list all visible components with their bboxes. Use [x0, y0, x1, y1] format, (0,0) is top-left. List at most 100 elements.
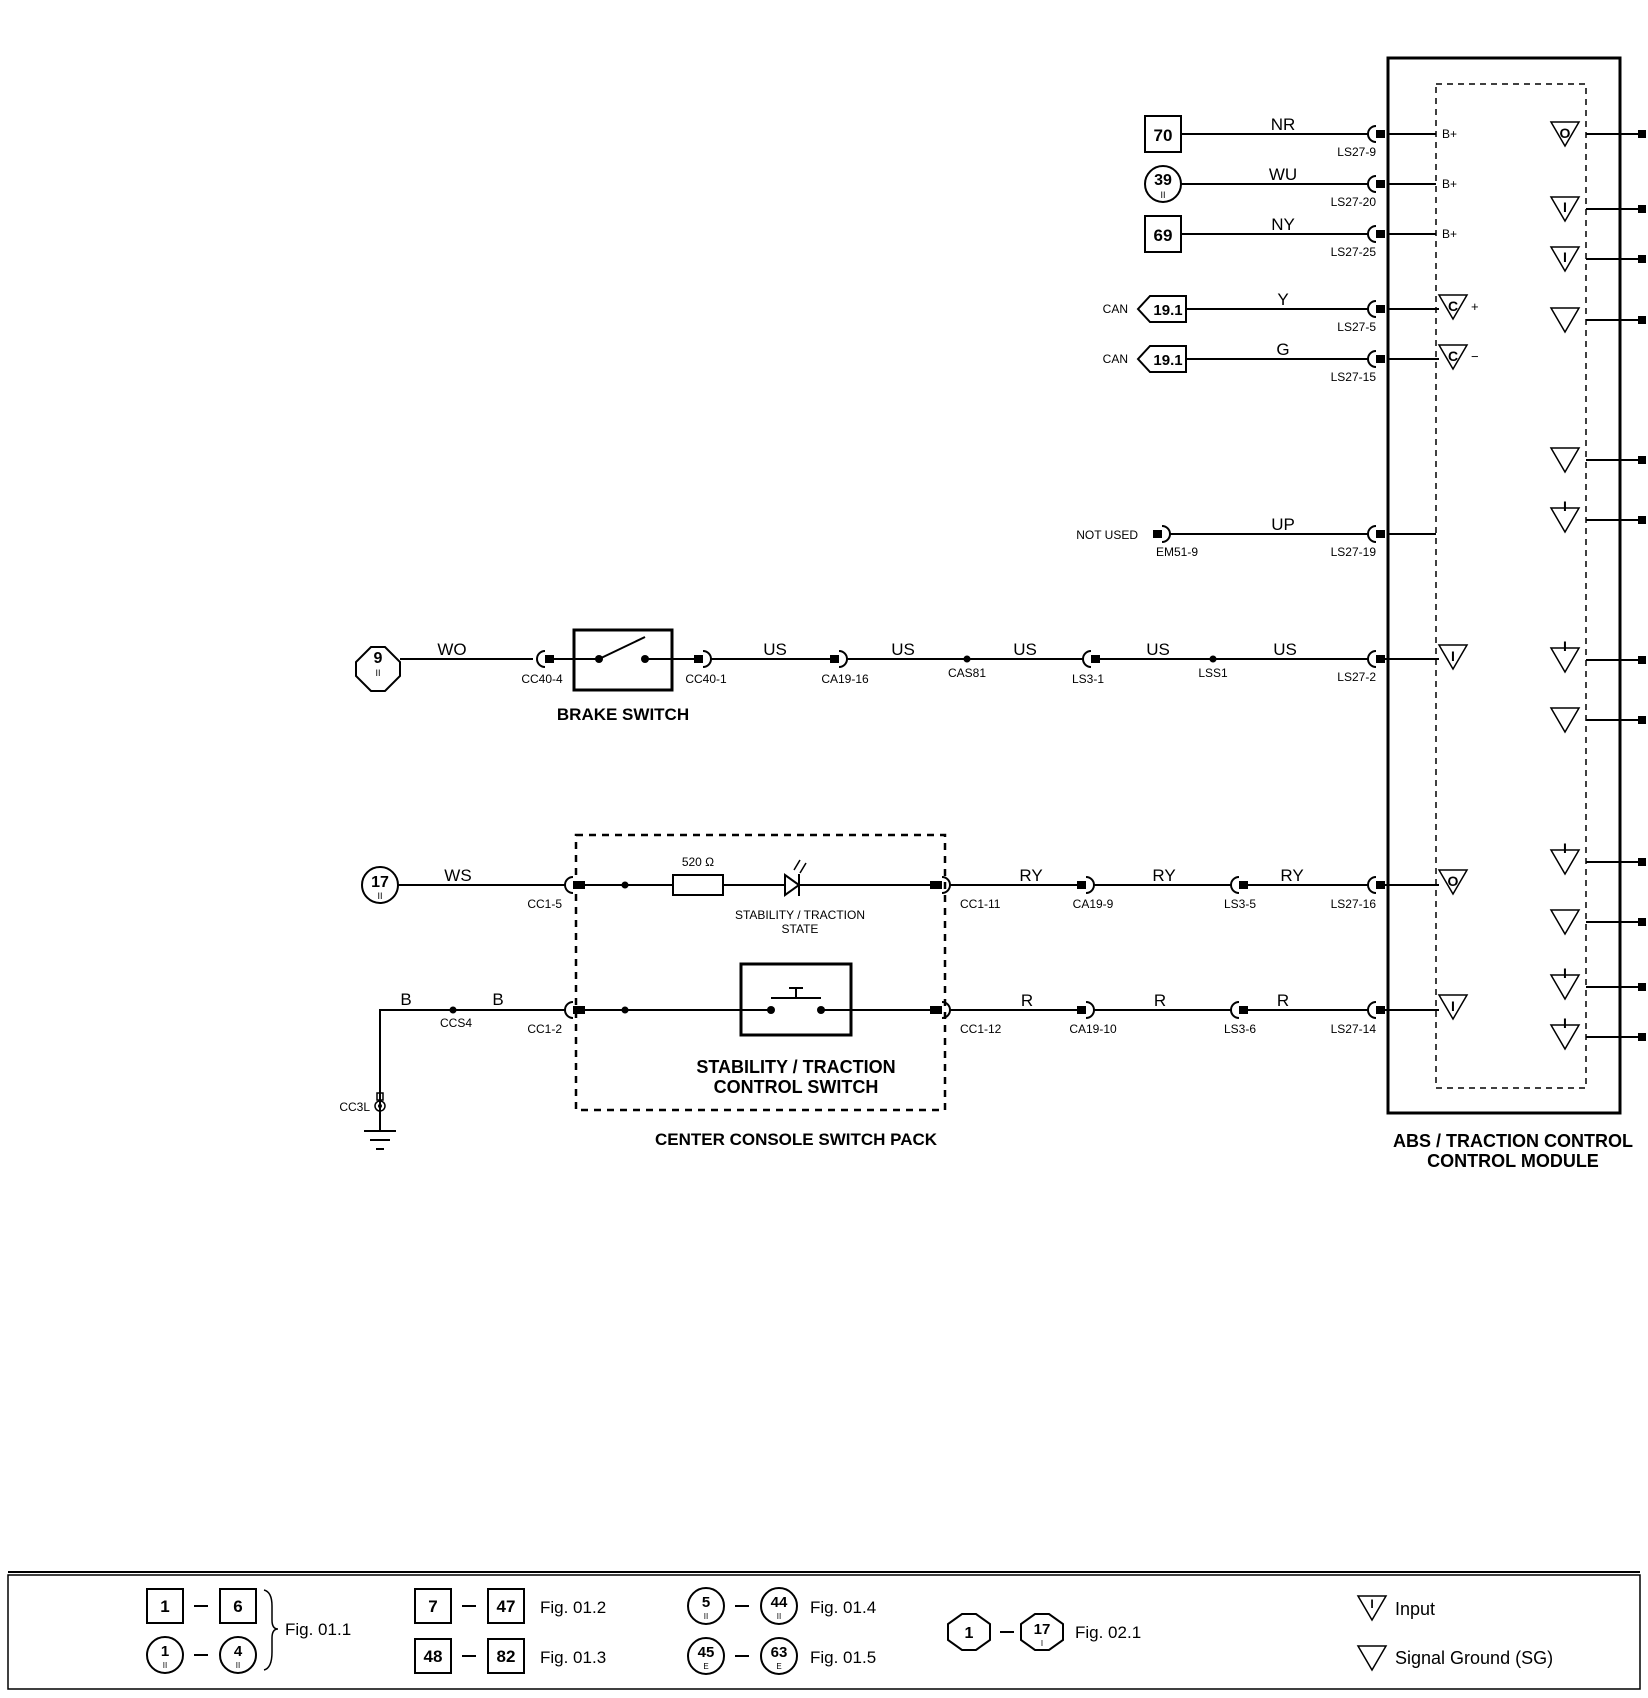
- can-label-1: CAN: [1103, 302, 1128, 316]
- legend-box-1: 1: [160, 1597, 169, 1616]
- pin-ls27-25: LS27-25: [1331, 245, 1377, 259]
- splice-ccs4: CCS4: [440, 1016, 472, 1030]
- wire-y: Y: [1277, 290, 1288, 309]
- wire-ry: RY: [1280, 866, 1303, 885]
- module-out-i: I: [1563, 199, 1567, 215]
- module-out-o: O: [1560, 125, 1571, 141]
- brake-switch-circuit: 9 II WO CC40-4 BRAKE SWITCH CC40-1 CA19-…: [355, 628, 1439, 724]
- supply-wires: 70 39 II 69 NR WU NY LS27-9 LS27-20 LS27…: [1144, 115, 1436, 259]
- legend-oct-1: 1: [965, 1625, 974, 1642]
- legend-oct-17: 17: [1034, 1621, 1051, 1638]
- legend-box-6: 6: [233, 1597, 242, 1616]
- legend-circle-44: 44: [771, 1594, 788, 1611]
- module-pin-c: C: [1448, 348, 1458, 364]
- legend-sub: E: [776, 1662, 781, 1671]
- can-ref-1: 19.1: [1153, 302, 1182, 319]
- can-ref-2: 19.1: [1153, 352, 1182, 369]
- pin-ls27-19: LS27-19: [1331, 545, 1377, 559]
- legend-input-label: Input: [1395, 1599, 1435, 1619]
- legend-fig-02-1: Fig. 02.1: [1075, 1623, 1141, 1642]
- stability-switch-box: [739, 962, 853, 1037]
- module-out-i: I: [1563, 965, 1567, 981]
- module-pin-bplus: B+: [1442, 127, 1457, 141]
- module-out-i: I: [1563, 638, 1567, 654]
- resistor-value: 520 Ω: [682, 855, 714, 869]
- module-out-i: I: [1563, 1015, 1567, 1031]
- module-pin-i: I: [1451, 998, 1455, 1014]
- center-console-switch-pack: CENTER CONSOLE SWITCH PACK: [574, 833, 947, 1149]
- wire-us: US: [763, 640, 787, 659]
- wire-up: UP: [1271, 515, 1295, 534]
- legend-sub: I: [1041, 1639, 1043, 1648]
- legend-circle-1: 1: [161, 1643, 169, 1660]
- wire-ry: RY: [1019, 866, 1042, 885]
- supply-ref-39: 39: [1154, 172, 1172, 189]
- conn-ca19-10: CA19-10: [1069, 1022, 1117, 1036]
- legend-box-48: 48: [424, 1647, 443, 1666]
- not-used-wire: NOT USED EM51-9 UP LS27-19: [1076, 515, 1436, 559]
- module-pin-bplus: B+: [1442, 227, 1457, 241]
- ground-cc3l: CC3L: [339, 1100, 370, 1114]
- wire-g: G: [1276, 340, 1289, 359]
- legend-sg-label: Signal Ground (SG): [1395, 1648, 1553, 1668]
- splice-lss1: LSS1: [1198, 666, 1228, 680]
- wire-us: US: [1273, 640, 1297, 659]
- legend-sub: II: [704, 1612, 708, 1621]
- switch-pack-label: CENTER CONSOLE SWITCH PACK: [655, 1130, 938, 1149]
- led-label-line2: STATE: [782, 922, 819, 936]
- pin-ls27-14: LS27-14: [1331, 1022, 1377, 1036]
- module-pin-bplus: B+: [1442, 177, 1457, 191]
- wire-ws: WS: [444, 866, 471, 885]
- lamp-ref-17-sub: II: [377, 891, 382, 901]
- legend-sub: II: [236, 1661, 240, 1670]
- conn-ca19-9: CA19-9: [1073, 897, 1114, 911]
- switch-label-line2: CONTROL SWITCH: [714, 1077, 879, 1097]
- conn-cc1-11: CC1-11: [960, 897, 1001, 911]
- pin-ls27-16: LS27-16: [1331, 897, 1377, 911]
- pin-ls27-9: LS27-9: [1337, 145, 1376, 159]
- signal-ground-icon: [1356, 1645, 1388, 1672]
- conn-cc1-12: CC1-12: [960, 1022, 1002, 1036]
- wire-b: B: [400, 990, 411, 1009]
- control-switch-circuit: B B CCS4 CC3L CC1-2 STABILITY / TRACTION…: [339, 962, 1439, 1150]
- brake-ref-9-sub: II: [375, 668, 380, 678]
- wire-us: US: [891, 640, 915, 659]
- wire-wo: WO: [437, 640, 466, 659]
- module-out-i: I: [1563, 840, 1567, 856]
- pin-ls27-5: LS27-5: [1337, 320, 1376, 334]
- module-can-minus: −: [1471, 349, 1479, 364]
- legend-fig-01-2: Fig. 01.2: [540, 1598, 606, 1617]
- legend-input-sym: I: [1370, 1597, 1373, 1611]
- led-label-line1: STABILITY / TRACTION: [735, 908, 865, 922]
- wire-ry: RY: [1152, 866, 1175, 885]
- can-wires: 19.1 19.1 CAN CAN Y G LS27-5 LS27-15: [1103, 290, 1439, 384]
- supply-ref-39-sub: II: [1160, 190, 1165, 200]
- conn-ls3-1: LS3-1: [1072, 672, 1104, 686]
- resistor: [672, 874, 724, 896]
- conn-em51-9: EM51-9: [1156, 545, 1198, 559]
- module-out-i: I: [1563, 498, 1567, 514]
- wire-nr: NR: [1271, 115, 1296, 134]
- conn-ca19-16: CA19-16: [821, 672, 869, 686]
- legend-brace: [263, 1589, 279, 1671]
- conn-cc1-5: CC1-5: [527, 897, 562, 911]
- wire-wu: WU: [1269, 165, 1297, 184]
- lamp-ref-17: 17: [371, 874, 389, 891]
- led-icon: [784, 873, 801, 897]
- wire-us: US: [1013, 640, 1037, 659]
- can-label-2: CAN: [1103, 352, 1128, 366]
- legend-fig-01-5: Fig. 01.5: [810, 1648, 876, 1667]
- pin-ls27-20: LS27-20: [1331, 195, 1377, 209]
- brake-ref-9: 9: [374, 650, 383, 667]
- legend-sub: II: [163, 1661, 167, 1670]
- brake-switch-label: BRAKE SWITCH: [557, 705, 689, 724]
- supply-ref-70: 70: [1154, 126, 1173, 145]
- switch-label-line1: STABILITY / TRACTION: [696, 1057, 895, 1077]
- legend-sub: II: [777, 1612, 781, 1621]
- wire-b: B: [492, 990, 503, 1009]
- legend: 1 6 1 II 4 II Fig. 01.1 7 47 Fig. 01.2 4…: [7, 1571, 1641, 1690]
- legend-box-82: 82: [497, 1647, 516, 1666]
- abs-traction-control-module: ABS / TRACTION CONTROL CONTROL MODULE: [1386, 56, 1646, 1171]
- module-out-i: I: [1563, 249, 1567, 265]
